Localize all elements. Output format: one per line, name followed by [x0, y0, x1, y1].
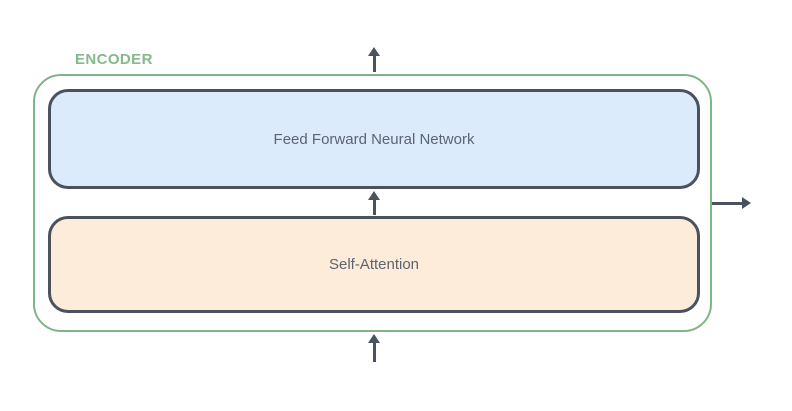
- arrow-line: [712, 201, 743, 205]
- encoder-label: ENCODER: [75, 51, 153, 68]
- arrow-line: [372, 55, 376, 72]
- attention-to-ffnn-arrow-icon: [368, 191, 380, 215]
- output-right-arrow-icon: [712, 197, 751, 209]
- feed-forward-block: Feed Forward Neural Network: [48, 89, 700, 189]
- self-attention-block-label: Self-Attention: [328, 256, 420, 273]
- encoder-container-box: [33, 74, 712, 332]
- arrowhead-up-icon: [368, 47, 380, 56]
- output-top-arrow-icon: [368, 47, 380, 72]
- arrowhead-right-icon: [742, 197, 751, 209]
- self-attention-block: Self-Attention: [48, 216, 700, 313]
- input-arrow-icon: [368, 334, 380, 362]
- arrowhead-up-icon: [368, 334, 380, 343]
- arrowhead-up-icon: [368, 191, 380, 200]
- arrow-line: [372, 342, 376, 362]
- arrow-line: [372, 199, 376, 215]
- feed-forward-block-label: Feed Forward Neural Network: [273, 130, 475, 148]
